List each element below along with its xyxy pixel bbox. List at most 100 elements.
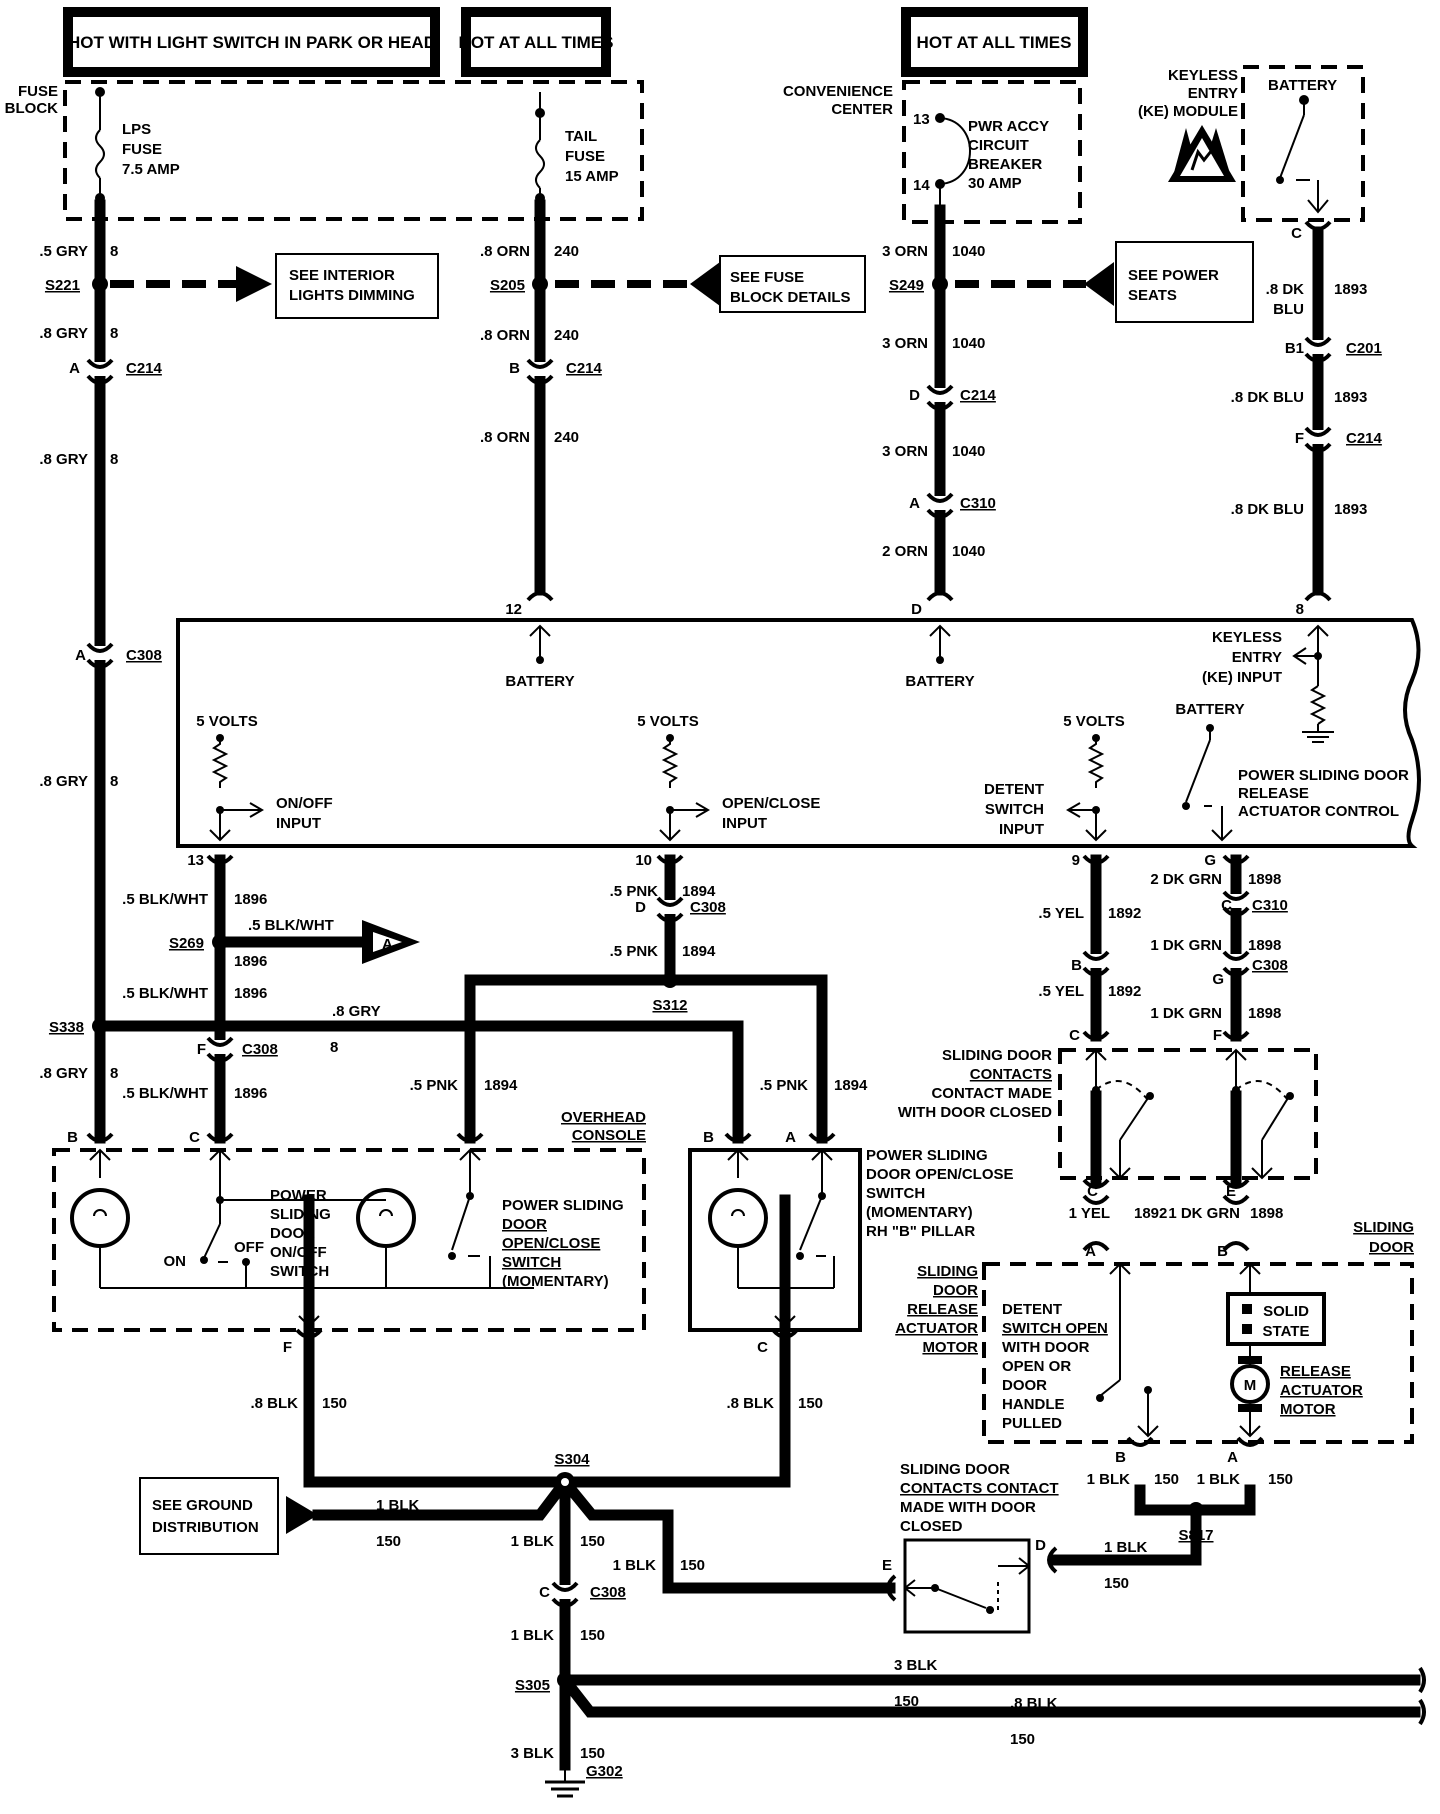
header-hot-1: HOT AT ALL TIMES [459,7,613,77]
solid-state-label-1: SOLID [1263,1303,1309,1320]
oc-switch-label-4: SWITCH [502,1254,561,1271]
wire-number: 8 [330,1039,338,1056]
five-volts-label: 5 VOLTS [637,713,698,730]
oc-switch-label-3: OPEN/CLOSE [502,1235,600,1252]
ref-fuse-box [719,255,866,313]
module-battery-label: BATTERY [505,673,574,690]
ref-ground-1: SEE GROUND [152,1497,253,1514]
actuator-label-1: SLIDING [917,1263,978,1280]
sliding-door-title-1: SLIDING [1353,1219,1414,1236]
connector-pin: B [509,360,520,377]
header-hot-2-label: HOT AT ALL TIMES [917,33,1072,52]
wire-label: 1 BLK [613,1557,657,1574]
wire-number: 8 [110,243,118,260]
overhead-title-2: CONSOLE [572,1127,646,1144]
splice-label: S304 [554,1451,590,1468]
lower-splice-labels: S269 S312 S338 S304 S305 S817 D C308 F C… [49,897,1288,1694]
detent-label-6: HANDLE [1002,1396,1065,1413]
wire-number: 1898 [1250,1205,1283,1222]
oc-switch-label-1: POWER SLIDING [502,1197,624,1214]
wire-number: 150 [322,1395,347,1412]
wire-number: 150 [798,1395,823,1412]
wire-label: 1 BLK [1197,1471,1241,1488]
wire-label: .8 ORN [480,243,530,260]
connector-pin: C [539,1584,550,1601]
wire-number: 1040 [952,243,985,260]
ke-title-2: ENTRY [1188,85,1238,102]
onoff-switch-label-4: ON/OFF [270,1244,327,1261]
wire-label: .5 BLK/WHT [248,917,334,934]
ke-input-label-2: ENTRY [1232,649,1282,666]
module-pin: 9 [1072,852,1080,869]
solid-state-box [1226,1292,1326,1346]
cb-label-1: PWR ACCY [968,118,1049,135]
ref-interior-2: LIGHTS DIMMING [289,287,415,304]
wire-label: .5 BLK/WHT [122,1085,208,1102]
oc-switch-label-5: (MOMENTARY) [502,1273,609,1290]
connector-pin: A [785,1129,796,1146]
header-lights-label: HOT WITH LIGHT SWITCH IN PARK OR HEAD [68,33,436,52]
connector-label: C308 [690,899,726,916]
wire-number: 1896 [234,1085,267,1102]
ref-seats-box [1115,241,1254,323]
wire-number: 240 [554,327,579,344]
rh-switch-label-4: (MOMENTARY) [866,1204,973,1221]
ref-ground-2: DISTRIBUTION [152,1519,259,1536]
connector-pin: F [1213,1027,1222,1044]
connector-pin: C [757,1339,768,1356]
motor-icon [1230,1364,1270,1404]
onoff-switch-label-3: DOOR [270,1225,315,1242]
ref-fuse-1: SEE FUSE [730,269,804,286]
wire-number: 1896 [234,891,267,908]
wire-label: .8 ORN [480,429,530,446]
onoff-switch-label-5: SWITCH [270,1263,329,1280]
connector-pin: C [1069,1027,1080,1044]
conv-title-2: CENTER [831,101,893,118]
detent-label-3: WITH DOOR [1002,1339,1090,1356]
wire-number: 1898 [1248,1005,1281,1022]
wire-number: 1040 [952,335,985,352]
tail-fuse-label-3: 15 AMP [565,168,619,185]
lower-wire-labels: .5 BLK/WHT 1896 .5 BLK/WHT 1896 .5 BLK/W… [122,871,1293,1762]
wire-number: 1040 [952,443,985,460]
connector-pin: A [69,360,80,377]
wire-label: .5 PNK [410,1077,459,1094]
bottom-door-contact: SLIDING DOOR CONTACTS CONTACT MADE WITH … [900,1461,1059,1634]
tail-fuse-label-1: TAIL [565,128,597,145]
wire-number: 240 [554,429,579,446]
connector-pin: E [882,1557,892,1574]
fuse-block-title-2: BLOCK [5,100,58,117]
contacts-label-1: SLIDING DOOR [942,1047,1052,1064]
wire-number: 240 [554,243,579,260]
bottom-contacts-label-2: CONTACTS CONTACT [900,1480,1059,1497]
rh-pillar-switch: POWER SLIDING DOOR OPEN/CLOSE SWITCH (MO… [688,1147,1014,1332]
module-pin: 13 [187,852,204,869]
rh-switch-label-5: RH "B" PILLAR [866,1223,975,1240]
wire-number: 8 [110,1065,118,1082]
wire-label: .5 PNK [760,1077,809,1094]
connector-pin: B [67,1129,78,1146]
actuator-label-4: ACTUATOR [895,1320,978,1337]
connector-pin: D [1035,1537,1046,1554]
ref-interior-1: SEE INTERIOR [289,267,395,284]
onoff-input-label-2: INPUT [276,815,321,832]
connector-label: C308 [1252,957,1288,974]
ke-battery-label: BATTERY [1268,77,1337,94]
psd-control-label-1: POWER SLIDING DOOR [1238,767,1409,784]
control-module: 12 D 8 BATTERY BATTERY KEYLESS ENTRY (KE… [176,601,1421,869]
connector-label: C214 [960,387,997,404]
sliding-door-contacts: SLIDING DOOR CONTACTS CONTACT MADE WITH … [898,1047,1318,1180]
wire-number: 1894 [682,943,716,960]
wire-number: 1893 [1334,389,1367,406]
detent-input-label-2: SWITCH [985,801,1044,818]
contacts-label-3: CONTACT MADE [931,1085,1052,1102]
psd-control-label-2: RELEASE [1238,785,1309,802]
indicator-lamp-icon [708,1188,768,1248]
wire-label: .8 GRY [39,773,88,790]
wire-number: 8 [110,773,118,790]
wire-number: 150 [1268,1471,1293,1488]
wire-label: .8 GRY [39,451,88,468]
wire-label: 1 BLK [1087,1471,1131,1488]
detent-label-4: OPEN OR [1002,1358,1071,1375]
